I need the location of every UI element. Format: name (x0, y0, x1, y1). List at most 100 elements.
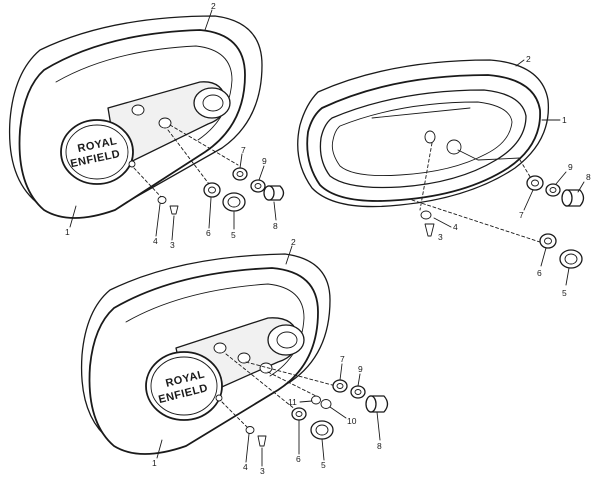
leader-line (171, 215, 175, 241)
cover-inner-recess (331, 101, 513, 177)
label-part-6: 6 (296, 454, 301, 464)
label-part-2: 2 (211, 1, 216, 11)
label-part-9: 9 (262, 156, 267, 166)
leader-line (577, 181, 585, 193)
bolt-hole (237, 352, 251, 364)
explode-line (519, 159, 533, 181)
part-screw (169, 205, 179, 215)
bolt-hole (158, 117, 172, 129)
part-seal-washer (232, 167, 248, 181)
part-seal-washer-hole (531, 179, 539, 187)
label-part-5: 5 (562, 288, 567, 298)
leader-line (357, 373, 361, 387)
leader-line (258, 165, 265, 181)
leader-line (376, 411, 381, 441)
part-washer-10 (320, 399, 332, 409)
emblem-disc-inner (65, 124, 129, 180)
label-part-2: 2 (526, 54, 531, 64)
part-plug-head (263, 185, 275, 201)
cover-inner-rib (371, 107, 471, 119)
leader-line (433, 217, 452, 228)
label-part-4: 4 (453, 222, 458, 232)
label-part-6: 6 (537, 268, 542, 278)
label-part-4: 4 (243, 462, 248, 472)
explode-line (167, 129, 213, 189)
part-plug-head (561, 189, 573, 207)
explode-line (419, 142, 433, 211)
part-washer (420, 210, 432, 220)
part-seal-hole (544, 237, 552, 245)
label-part-7: 7 (519, 210, 524, 220)
part-screw (257, 435, 267, 447)
label-part-4: 4 (153, 236, 158, 246)
part-cap-inner (315, 424, 329, 436)
bolt-hole (213, 342, 227, 354)
explode-line (169, 124, 239, 166)
leader-line (540, 247, 547, 267)
part-fibre-washer (250, 179, 266, 193)
explode-line (245, 361, 337, 387)
part-cap (559, 249, 583, 269)
leader-line (299, 400, 313, 403)
part-cap (222, 192, 246, 212)
part-washer-11 (311, 395, 321, 405)
part-seal-hole (295, 411, 303, 417)
label-part-2: 2 (291, 237, 296, 247)
explode-line (225, 353, 297, 411)
sprocket-boss-inner (276, 331, 298, 349)
label-part-9: 9 (568, 162, 573, 172)
part-fibre-washer-hole (254, 183, 262, 189)
leader-line (555, 171, 567, 185)
label-part-3: 3 (260, 466, 265, 476)
sprocket-boss (267, 324, 305, 356)
leader-line (565, 267, 570, 286)
part-washer (157, 196, 167, 204)
assembly-bottom: ROYAL ENFIELD 2 1 (80, 237, 389, 476)
part-cap (310, 420, 334, 440)
sprocket-boss-inner (202, 94, 224, 112)
bolt-hole (424, 130, 436, 144)
leader-line (208, 197, 212, 229)
part-cap-inner (564, 253, 578, 265)
emblem-disc (60, 119, 134, 185)
label-part-8: 8 (586, 172, 591, 182)
leader-line (523, 189, 534, 211)
label-part-8: 8 (377, 441, 382, 451)
part-seal (539, 233, 557, 249)
leader-line (329, 406, 347, 419)
screw-hole (128, 160, 136, 168)
label-part-5: 5 (321, 460, 326, 470)
leader-line (321, 438, 325, 461)
emblem-disc (145, 351, 223, 421)
label-part-1: 1 (562, 115, 567, 125)
label-part-8: 8 (273, 221, 278, 231)
part-seal-washer (526, 175, 544, 191)
leader-line (515, 59, 525, 67)
label-part-6: 6 (206, 228, 211, 238)
part-fibre-washer (545, 183, 561, 197)
part-fibre-washer (350, 385, 366, 399)
part-seal-hole (208, 186, 216, 194)
label-part-11: 11 (288, 397, 297, 407)
assembly-top-right: 2 1 9 8 7 4 3 6 5 (297, 54, 591, 298)
leader-line (245, 433, 250, 463)
label-part-10: 10 (347, 416, 357, 426)
leader-line (239, 153, 243, 169)
leader-line (285, 245, 293, 265)
part-seal-washer-hole (236, 171, 244, 177)
leader-line (273, 201, 277, 221)
label-part-1: 1 (152, 458, 157, 468)
part-seal-washer-hole (336, 383, 344, 389)
assembly-top-left: ROYAL ENFIELD 2 1 4 3 6 (8, 1, 285, 250)
leader-line (204, 9, 213, 31)
part-fibre-washer-hole (549, 187, 557, 193)
part-washer (245, 426, 255, 434)
explode-line (133, 167, 163, 199)
cover-inner-edge (319, 89, 527, 189)
leader-line (156, 439, 163, 459)
explode-line (267, 371, 321, 399)
inner-oil-channel (457, 149, 521, 161)
label-part-3: 3 (170, 240, 175, 250)
part-fibre-washer-hole (354, 389, 362, 395)
